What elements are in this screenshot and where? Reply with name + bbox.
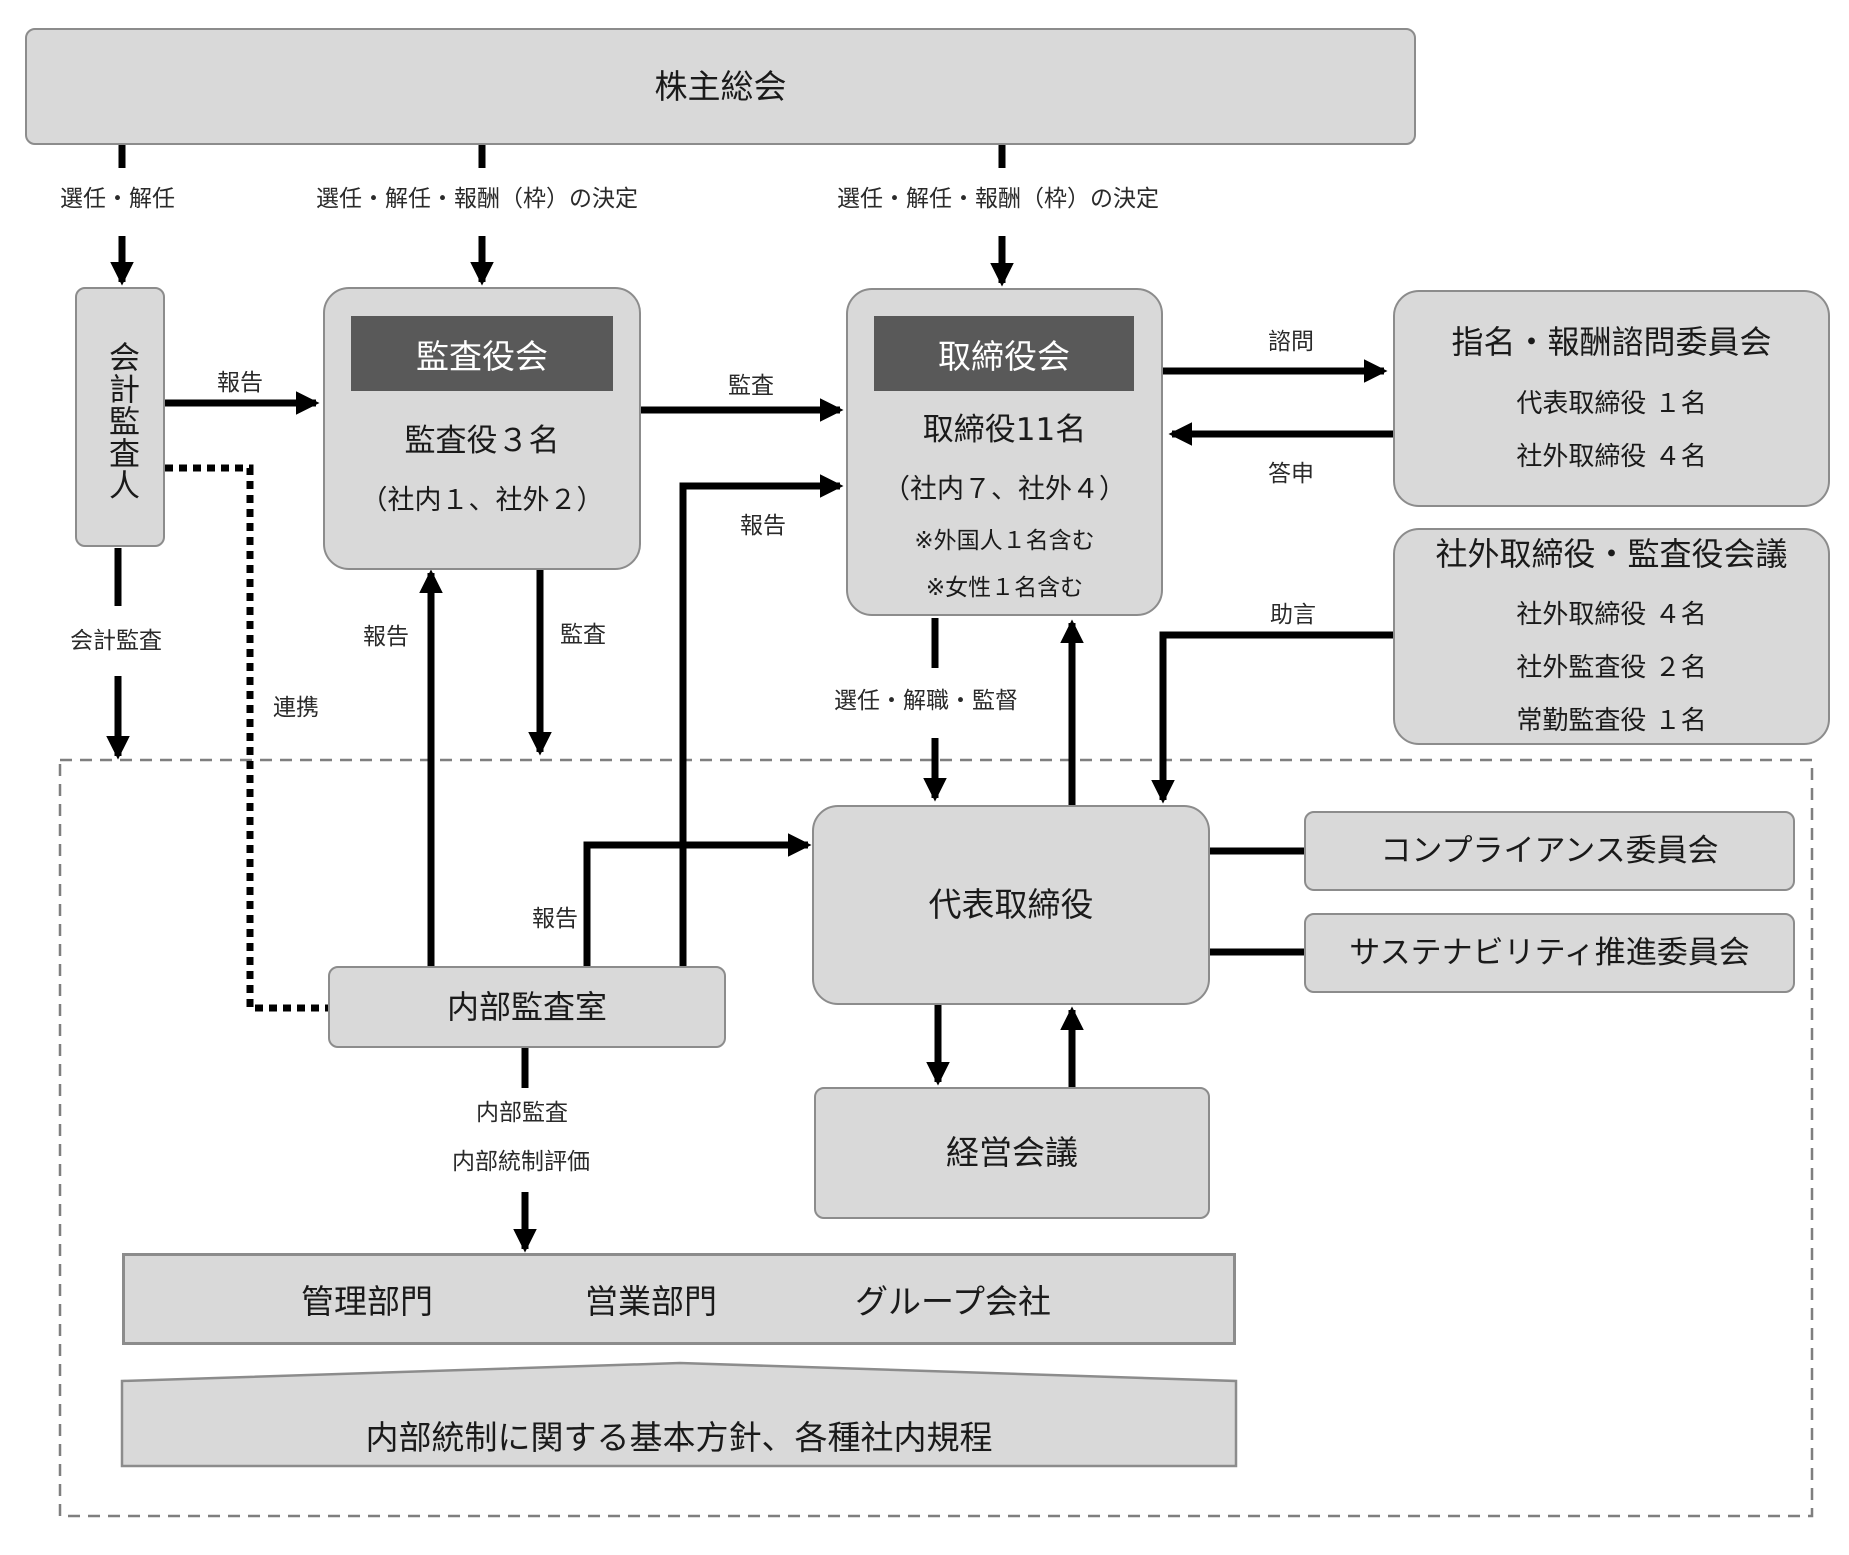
board-title: 取締役会 bbox=[874, 316, 1134, 391]
accounting-auditor-box: 会計監査人 bbox=[75, 287, 165, 547]
sustainability-committee-label: サステナビリティ推進委員会 bbox=[1349, 935, 1750, 971]
label-elect-supervise: 選任・解職・監督 bbox=[834, 688, 1018, 714]
management-meeting-box: 経営会議 bbox=[814, 1087, 1210, 1219]
dept-sales: 営業部門 bbox=[585, 1282, 717, 1321]
outside-council-fulltime: 常勤監査役 １名 bbox=[1516, 706, 1707, 736]
board-members: 取締役11名 bbox=[922, 412, 1087, 448]
outside-council-box: 社外取締役・監査役会議 社外取締役 ４名 社外監査役 ２名 常勤監査役 １名 bbox=[1393, 528, 1830, 745]
arrow-ia-board-report bbox=[679, 474, 844, 966]
compliance-committee-box: コンプライアンス委員会 bbox=[1304, 811, 1795, 891]
label-audit-board: 監査 bbox=[728, 373, 774, 399]
internal-audit-label: 内部監査室 bbox=[446, 988, 607, 1026]
outside-council-title: 社外取締役・監査役会議 bbox=[1435, 535, 1788, 573]
dept-admin: 管理部門 bbox=[301, 1282, 433, 1321]
label-report-auditor: 報告 bbox=[217, 370, 263, 396]
label-advice: 助言 bbox=[1270, 602, 1316, 628]
board-note-female: ※女性１名含む bbox=[925, 575, 1084, 601]
label-cooperation: 連携 bbox=[273, 695, 319, 721]
management-meeting-label: 経営会議 bbox=[946, 1133, 1078, 1172]
nomination-committee-rep: 代表取締役 １名 bbox=[1516, 389, 1707, 419]
accounting-auditor-label: 会計監査人 bbox=[103, 341, 139, 501]
policy-label: 内部統制に関する基本方針、各種社内規程 bbox=[365, 1418, 993, 1457]
nomination-committee-outside: 社外取締役 ４名 bbox=[1516, 442, 1707, 472]
kansayakukai-title: 監査役会 bbox=[351, 316, 613, 391]
company-boundary bbox=[58, 758, 1814, 1518]
outside-council-directors: 社外取締役 ４名 bbox=[1516, 600, 1707, 630]
departments-box: 管理部門 営業部門 グループ会社 bbox=[122, 1253, 1236, 1345]
label-answer: 答申 bbox=[1268, 461, 1314, 487]
label-report-ia-rep: 報告 bbox=[532, 906, 578, 932]
board-note-foreign: ※外国人１名含む bbox=[914, 528, 1095, 554]
label-internal-audit: 内部監査 bbox=[476, 1100, 568, 1126]
label-elect-dismiss-pay-kansa: 選任・解任・報酬（枠）の決定 bbox=[316, 186, 638, 212]
label-report-ia-board: 報告 bbox=[740, 513, 786, 539]
label-audit-down: 監査 bbox=[560, 622, 606, 648]
internal-audit-box: 内部監査室 bbox=[328, 966, 726, 1048]
shareholders-box: 株主総会 bbox=[25, 28, 1416, 145]
sustainability-committee-box: サステナビリティ推進委員会 bbox=[1304, 913, 1795, 993]
kansayakukai-members: 監査役３名 bbox=[404, 423, 560, 459]
label-internal-control: 内部統制評価 bbox=[452, 1149, 590, 1175]
kansayakukai-breakdown: （社内１、社外２） bbox=[360, 485, 604, 516]
board-box: 取締役会 取締役11名 （社内７、社外４） ※外国人１名含む ※女性１名含む bbox=[846, 288, 1163, 616]
label-elect-dismiss-pay-board: 選任・解任・報酬（枠）の決定 bbox=[837, 186, 1159, 212]
representative-label: 代表取締役 bbox=[928, 885, 1094, 924]
arrow-council-rep-advice bbox=[1151, 631, 1393, 804]
outside-council-auditors: 社外監査役 ２名 bbox=[1516, 653, 1707, 683]
label-consult: 諮問 bbox=[1268, 329, 1314, 355]
label-elect-dismiss: 選任・解任 bbox=[60, 186, 175, 212]
label-report-ia-kansa: 報告 bbox=[363, 624, 409, 650]
arrow-ia-rep-report bbox=[583, 833, 812, 966]
nomination-committee-box: 指名・報酬諮問委員会 代表取締役 １名 社外取締役 ４名 bbox=[1393, 290, 1830, 507]
board-breakdown: （社内７、社外４） bbox=[883, 474, 1126, 505]
compliance-committee-label: コンプライアンス委員会 bbox=[1380, 833, 1719, 869]
nomination-committee-title: 指名・報酬諮問委員会 bbox=[1451, 323, 1772, 361]
label-accounting-audit: 会計監査 bbox=[70, 628, 162, 654]
shareholders-label: 株主総会 bbox=[654, 67, 787, 106]
kansayakukai-box: 監査役会 監査役３名 （社内１、社外２） bbox=[323, 287, 641, 570]
representative-box: 代表取締役 bbox=[812, 805, 1210, 1005]
dept-group: グループ会社 bbox=[855, 1282, 1052, 1321]
policy-shape bbox=[120, 1361, 1238, 1468]
conn-auditor-ia-cooperation bbox=[165, 464, 328, 1012]
